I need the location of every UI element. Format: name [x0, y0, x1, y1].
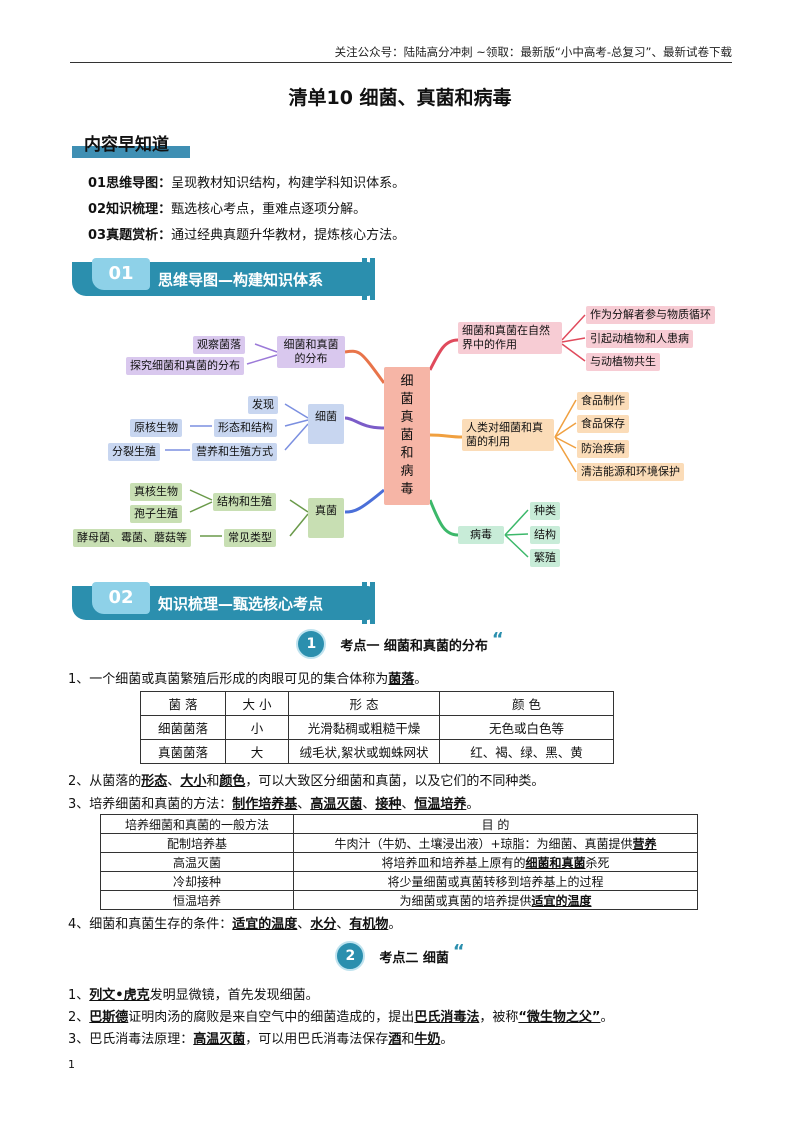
section-label: 知识梳理—甄选核心考点 — [158, 595, 324, 613]
intro-banner-label: 内容早知道 — [84, 135, 169, 155]
table-row: 配制培养基牛肉汁（牛奶、土壤浸出液）+琼脂：为细菌、真菌提供营养 — [100, 833, 698, 853]
paragraph-4: 4、细菌和真菌生存的条件：适宜的温度、水分、有机物。 — [68, 917, 402, 932]
mindmap-node-role: 细菌和真菌在自然界中的作用 — [458, 322, 562, 354]
mindmap-node-virus-structure: 结构 — [530, 526, 560, 544]
table-row: 高温灭菌将培养皿和培养基上原有的细菌和真菌杀死 — [100, 852, 698, 872]
mindmap-node-clean-energy: 清洁能源和环境保护 — [577, 463, 684, 481]
bacteria-line-1: 1、列文•虎克发明显微镜，首先发现细菌。 — [68, 988, 319, 1003]
paragraph-3: 3、培养细菌和真菌的方法：制作培养基、高温灭菌、接种、恒温培养。 — [68, 797, 480, 812]
section-label: 思维导图—构建知识体系 — [158, 271, 324, 289]
key-point-number: 1 — [296, 629, 327, 659]
intro-line-2: 02知识梳理：甄选核心考点，重难点逐项分解。 — [88, 202, 367, 217]
section-banner-1: 01 思维导图—构建知识体系 — [72, 258, 378, 300]
mindmap-node-use: 人类对细菌和真菌的利用 — [462, 419, 554, 451]
mindmap-node-decomposer: 作为分解者参与物质循环 — [586, 306, 715, 324]
mindmap-node-food-making: 食品制作 — [577, 392, 629, 410]
bacteria-line-2: 2、巴斯德证明肉汤的腐败是来自空气中的细菌造成的，提出巴氏消毒法，被称“微生物之… — [68, 1010, 614, 1025]
mindmap-node-virus-reproduction: 繁殖 — [530, 549, 560, 567]
table-row: 冷却接种将少量细菌或真菌转移到培养基上的过程 — [100, 871, 698, 891]
mind-map: 细菌真菌和病毒 细菌和真菌的分布 观察菌落 探究细菌和真菌的分布 细菌 发现 形… — [0, 300, 800, 575]
mindmap-node-spore: 孢子生殖 — [130, 505, 182, 523]
section-number: 01 — [92, 258, 150, 290]
mindmap-node-fungi-structure: 结构和生殖 — [213, 493, 276, 511]
mindmap-node-explore-distribution: 探究细菌和真菌的分布 — [126, 357, 244, 375]
paragraph-1: 1、一个细菌或真菌繁殖后形成的肉眼可见的集合体称为菌落。 — [68, 672, 428, 687]
section-banner-2: 02 知识梳理—甄选核心考点 — [72, 582, 378, 624]
mindmap-node-prokaryote: 原核生物 — [130, 419, 182, 437]
mindmap-node-observe-colony: 观察菌落 — [193, 336, 245, 354]
key-point-label: 考点二 细菌 — [379, 950, 449, 966]
mindmap-node-food-preserve: 食品保存 — [577, 415, 629, 433]
culture-method-table: 培养细菌和真菌的一般方法目 的 配制培养基牛肉汁（牛奶、土壤浸出液）+琼脂：为细… — [100, 814, 698, 910]
table-row: 恒温培养为细菌或真菌的培养提供适宜的温度 — [100, 890, 698, 910]
key-point-label: 考点一 细菌和真菌的分布 — [340, 638, 488, 654]
mindmap-node-symbiosis: 与动植物共生 — [586, 353, 660, 371]
page-title: 清单10 细菌、真菌和病毒 — [288, 87, 512, 109]
key-point-number: 2 — [335, 941, 366, 971]
mindmap-center-node: 细菌真菌和病毒 — [384, 367, 430, 505]
section-number: 02 — [92, 582, 150, 614]
colony-table: 菌 落大 小形 态颜 色 细菌菌落小光滑黏稠或粗糙干燥无色或白色等 真菌菌落大绒… — [140, 691, 614, 764]
mindmap-node-virus: 病毒 — [458, 526, 504, 544]
table-row: 细菌菌落小光滑黏稠或粗糙干燥无色或白色等 — [140, 715, 614, 740]
mindmap-node-fungi: 真菌 — [308, 498, 344, 538]
table-row: 真菌菌落大绒毛状,絮状或蜘蛛网状红、褐、绿、黑、黄 — [140, 739, 614, 764]
intro-line-3: 03真题赏析：通过经典真题升华教材，提炼核心方法。 — [88, 228, 406, 243]
paragraph-2: 2、从菌落的形态、大小和颜色，可以大致区分细菌和真菌，以及它们的不同种类。 — [68, 774, 545, 789]
header-rule — [70, 62, 732, 63]
intro-line-1: 01思维导图：呈现教材知识结构，构建学科知识体系。 — [88, 176, 406, 191]
mindmap-node-fungi-types: 常见类型 — [224, 529, 276, 547]
mindmap-node-bacteria: 细菌 — [308, 404, 344, 444]
mindmap-node-discovery: 发现 — [248, 396, 278, 414]
bacteria-line-3: 3、巴氏消毒法原理：高温灭菌，可以用巴氏消毒法保存酒和牛奶。 — [68, 1032, 454, 1047]
page-number: 1 — [68, 1058, 75, 1071]
mindmap-node-virus-types: 种类 — [530, 502, 560, 520]
mindmap-node-disease: 引起动植物和人患病 — [586, 330, 693, 348]
mindmap-node-eukaryote: 真核生物 — [130, 483, 182, 501]
mind-map-connectors — [165, 314, 586, 558]
mindmap-node-shape-structure: 形态和结构 — [214, 419, 277, 437]
mindmap-node-distribution: 细菌和真菌的分布 — [277, 336, 345, 368]
mindmap-node-yeast-mold-mushroom: 酵母菌、霉菌、蘑菇等 — [73, 529, 191, 547]
mindmap-node-nutrition-reproduction: 营养和生殖方式 — [192, 443, 277, 461]
mindmap-node-disease-control: 防治疾病 — [577, 440, 629, 458]
page-header: 关注公众号：陆陆高分冲刺 ~领取：最新版“小中高考-总复习”、最新试卷下载 — [334, 45, 732, 59]
mindmap-node-fission: 分裂生殖 — [108, 443, 160, 461]
